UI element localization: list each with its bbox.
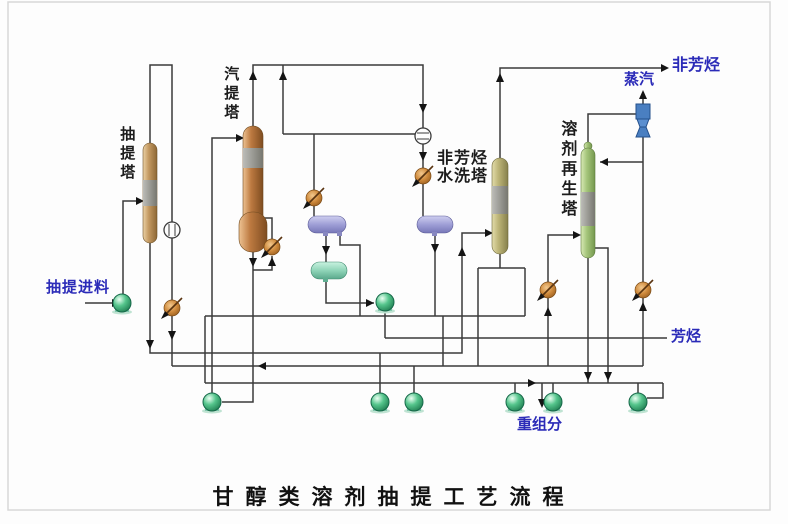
pump-3	[404, 392, 424, 414]
pump-2	[370, 392, 390, 414]
separator-drum	[310, 261, 348, 282]
inline-mixer	[163, 221, 181, 239]
pump-4	[505, 392, 525, 414]
valve-1	[161, 297, 183, 319]
diagram-title: 甘醇类溶剂抽提工艺流程	[212, 485, 576, 509]
feed-pump	[112, 293, 132, 315]
valve-2	[303, 187, 325, 209]
pump-1	[202, 392, 222, 414]
towers	[142, 125, 596, 259]
frame-border	[7, 1, 771, 511]
wash-tower	[491, 157, 509, 255]
valve-5	[537, 279, 559, 301]
extraction-tower-label: 抽提塔	[118, 126, 136, 183]
regen-tower-label: 溶剂再生塔	[558, 120, 576, 220]
feed-stream-label: 抽提进料	[46, 279, 111, 296]
pipe-network	[85, 64, 667, 404]
valve-3	[261, 236, 283, 258]
pump-6	[628, 392, 648, 414]
overhead-drum-2	[416, 215, 454, 236]
wash-tower-label: 非芳烃 水洗塔	[437, 150, 489, 186]
non-aromatics-stream-label: 非芳烃	[672, 57, 721, 74]
overhead-drum-1	[307, 215, 347, 236]
stripping-tower-label: 汽提塔	[222, 66, 240, 123]
control-valves	[161, 165, 654, 319]
pumps	[112, 292, 648, 414]
pump-5	[543, 392, 563, 414]
regen-tower	[580, 141, 596, 259]
condenser	[414, 127, 432, 145]
stripping-tower	[238, 125, 268, 253]
heavy-ends-stream-label: 重组分	[517, 416, 563, 433]
mid-pump	[375, 292, 395, 314]
valve-6	[632, 279, 654, 301]
aromatics-stream-label: 芳烃	[671, 328, 702, 345]
steam-stream-label: 蒸汽	[624, 71, 655, 88]
drums	[307, 215, 454, 282]
extraction-tower	[142, 142, 158, 244]
valve-4	[412, 165, 434, 187]
steam-ejector	[635, 103, 651, 138]
